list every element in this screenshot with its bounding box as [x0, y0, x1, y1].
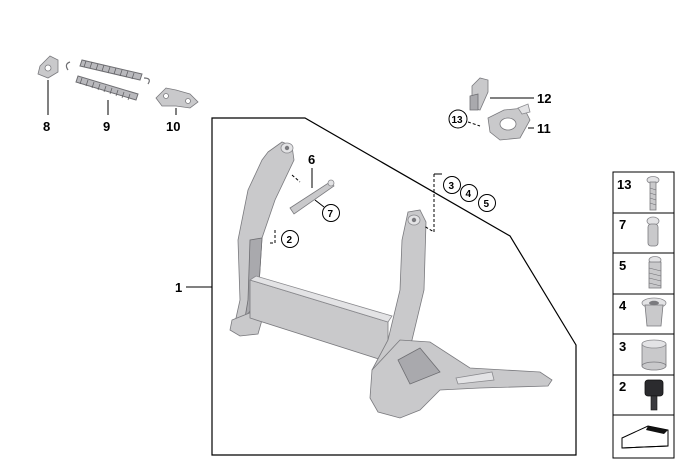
callout-9[interactable]: 9 [103, 119, 110, 134]
panel-cell-7[interactable] [612, 212, 675, 254]
screw-icon [646, 176, 660, 211]
bolt-icon [646, 216, 660, 247]
callout-13: 13 [452, 115, 464, 126]
panel-cell-13[interactable] [612, 171, 675, 214]
flanged-bushing-icon [641, 297, 667, 327]
pin-part[interactable] [289, 179, 335, 215]
panel-cell-2[interactable] [612, 374, 675, 416]
callout-13-circle[interactable] [448, 109, 468, 129]
callout-12[interactable]: 12 [537, 91, 551, 106]
callout-5-circle[interactable] [478, 194, 496, 212]
threaded-bolt-icon [648, 256, 662, 289]
callout-11[interactable]: 11 [537, 121, 551, 136]
callout-2-circle[interactable] [281, 230, 299, 248]
callout-1[interactable]: 1 [175, 280, 182, 295]
wedge-icon [621, 425, 669, 449]
panel-label-3: 3 [619, 339, 626, 354]
panel-cell-5[interactable] [612, 252, 675, 295]
panel-label-4: 4 [619, 298, 627, 313]
guide-2 [268, 230, 276, 244]
guide-345 [423, 174, 435, 233]
rubber-stop-icon [644, 379, 664, 411]
assembly-frame [211, 117, 577, 456]
clamp-part-11[interactable] [487, 103, 531, 141]
callout-3-circle[interactable] [443, 176, 461, 194]
spring-part-9[interactable] [65, 59, 150, 101]
callout-8[interactable]: 8 [43, 119, 50, 134]
bracket-part-8[interactable] [37, 55, 59, 79]
callout-2: 2 [287, 235, 293, 246]
callout-5: 5 [484, 199, 490, 210]
center-stand[interactable] [229, 141, 553, 419]
panel-label-5: 5 [619, 258, 626, 273]
callout-6[interactable]: 6 [308, 152, 315, 167]
callout-7: 7 [328, 209, 334, 220]
panel-label-7: 7 [619, 217, 626, 232]
sleeve-icon [641, 339, 667, 371]
callout-4: 4 [466, 189, 472, 200]
panel-label-2: 2 [619, 379, 626, 394]
panel-label-13: 13 [617, 177, 631, 192]
fastener-panel: 13 7 5 4 [612, 171, 675, 459]
sensor-part-12[interactable] [469, 77, 489, 111]
plate-part-10[interactable] [155, 87, 199, 109]
callout-4-circle[interactable] [460, 184, 478, 202]
guide-6 [291, 174, 301, 183]
callout-7-circle[interactable] [322, 204, 340, 222]
callout-3: 3 [449, 181, 455, 192]
callout-10[interactable]: 10 [166, 119, 180, 134]
